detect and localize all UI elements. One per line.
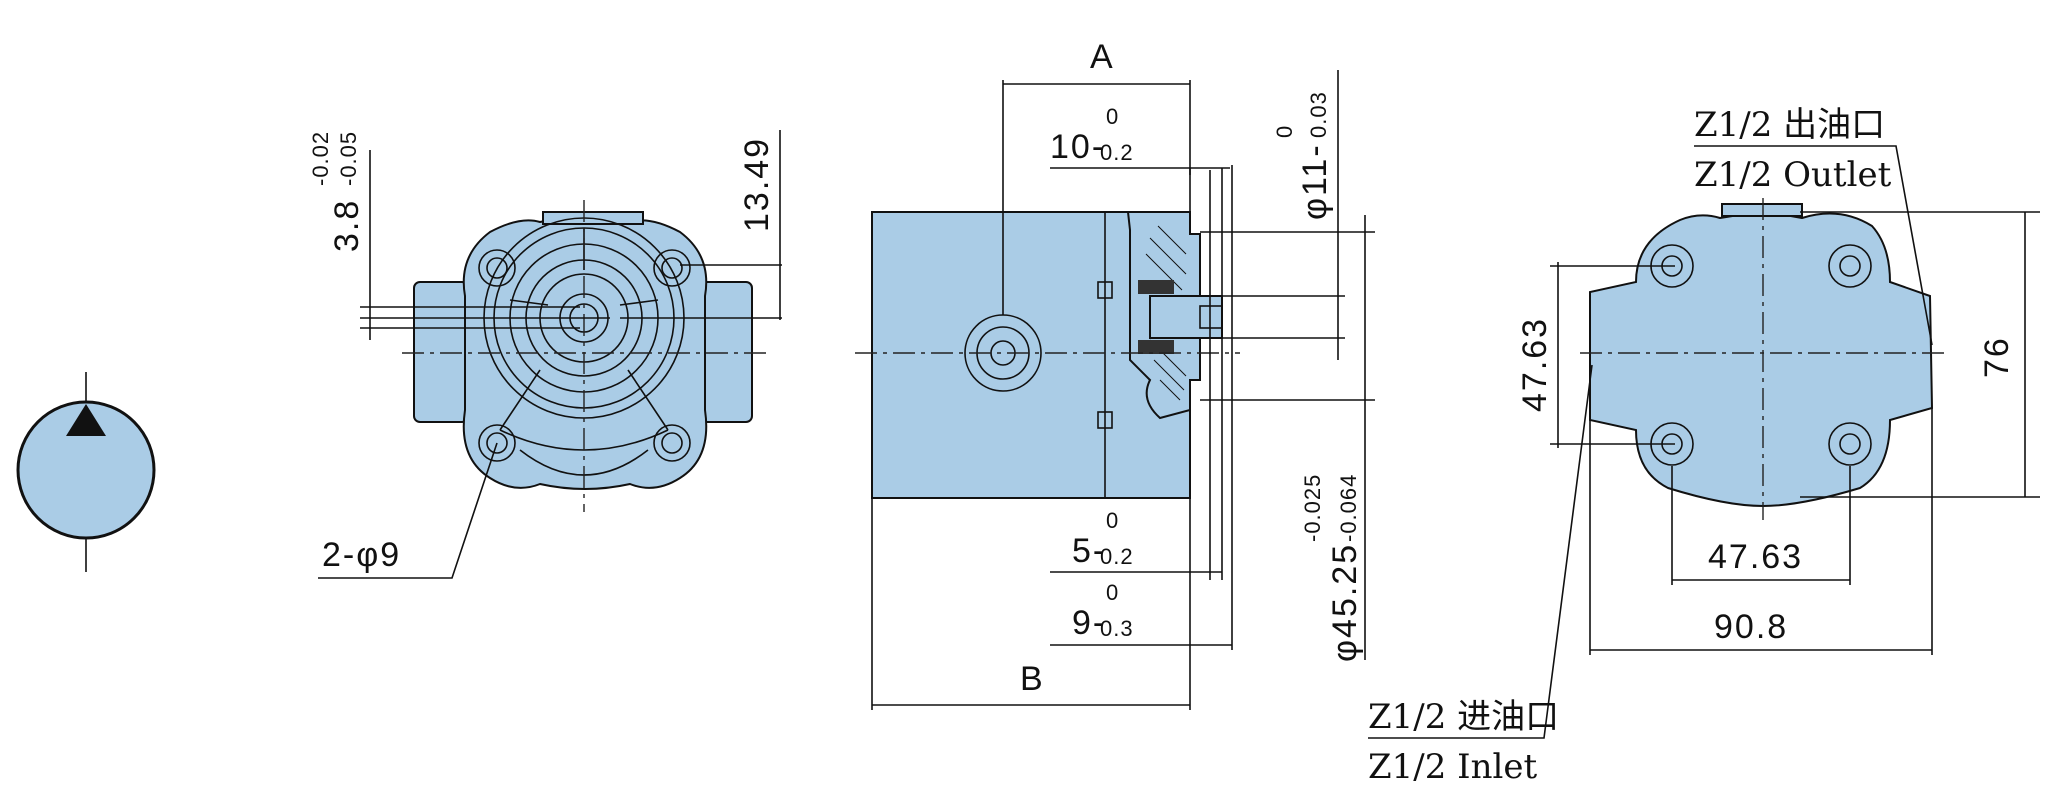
dim-10-lower: 0.2 — [1100, 140, 1134, 165]
front-hole-tl — [478, 249, 516, 287]
dim-rear-hole-spacing-h: 47.63 — [1708, 538, 1803, 576]
outlet-label-en: Z1/2 Outlet — [1694, 155, 1892, 195]
shaft-seal-bottom — [1138, 340, 1174, 354]
front-hole-tr — [653, 249, 691, 287]
rear-view — [1368, 145, 2040, 739]
pump-symbol-circle — [16, 400, 156, 540]
dim-10-main: 10- — [1050, 128, 1105, 166]
front-view — [318, 130, 782, 579]
dim-shaft-main: φ11- — [1296, 143, 1334, 220]
front-right-boss — [699, 281, 753, 423]
dim-b-label: B — [1020, 660, 1045, 698]
dim-pilot-main: φ45.25 — [1326, 543, 1364, 662]
dim-rear-width: 90.8 — [1714, 608, 1788, 646]
rear-hole-tr — [1828, 244, 1872, 288]
dim-rear-height: 76 — [1978, 336, 2016, 378]
front-hole-bl — [478, 424, 516, 462]
dim-5-main: 5- — [1072, 532, 1106, 570]
dim-mount-hole: 2-φ9 — [322, 536, 401, 574]
shaft-seal-top — [1138, 280, 1174, 294]
rear-body — [1589, 212, 1934, 508]
outlet-label-cn: Z1/2 出油口 — [1694, 105, 1885, 145]
rear-top-tab — [1721, 203, 1803, 217]
inlet-label-en: Z1/2 Inlet — [1368, 747, 1537, 787]
dim-shaft-height: 13.49 — [738, 137, 776, 232]
front-hole-br — [653, 424, 691, 462]
dim-offset-main: 3.8 — [328, 199, 366, 252]
side-view — [855, 70, 1375, 710]
dim-offset-lower: -0.05 — [336, 131, 361, 186]
side-shaft — [1149, 295, 1223, 339]
dim-pilot-lower: -0.064 — [1336, 474, 1361, 542]
dim-10-upper: 0 — [1106, 104, 1119, 129]
pump-symbol-triangle — [66, 404, 106, 436]
dim-9-upper: 0 — [1106, 580, 1119, 605]
outlet-leader — [1694, 145, 1933, 346]
hydraulic-pump-symbol — [16, 372, 156, 572]
dim-9-lower: 0.3 — [1100, 616, 1134, 641]
dim-9-main: 9- — [1072, 604, 1106, 642]
dim-rear-hole-spacing-v: 47.63 — [1516, 317, 1554, 412]
section-hatching — [1145, 225, 1187, 401]
dim-offset-upper: -0.02 — [308, 131, 333, 186]
front-left-boss — [413, 281, 469, 423]
dim-5-lower: 0.2 — [1100, 544, 1134, 569]
dim-shaft-upper: 0 — [1272, 125, 1297, 138]
dim-5-upper: 0 — [1106, 508, 1119, 533]
dim-shaft-lower: 0.03 — [1306, 91, 1331, 138]
inlet-label-cn: Z1/2 进油口 — [1368, 697, 1559, 737]
inlet-leader — [1368, 364, 1593, 739]
rear-hole-br — [1828, 422, 1872, 466]
dim-a-label: A — [1090, 38, 1115, 76]
dim-pilot-upper: -0.025 — [1300, 474, 1325, 542]
mount-hole-leader — [318, 442, 498, 579]
